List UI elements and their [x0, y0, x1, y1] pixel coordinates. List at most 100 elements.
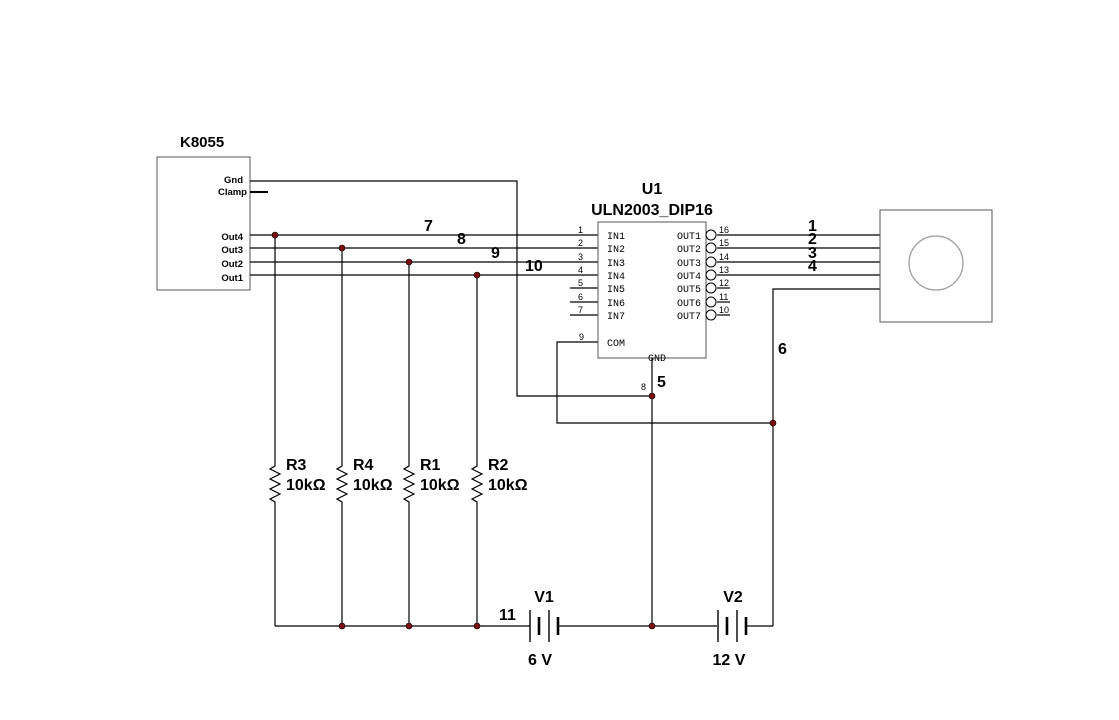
u1-pin-number: 6 — [578, 292, 583, 302]
u1-part: ULN2003_DIP16 — [591, 202, 713, 219]
k8055-pin-out4: Out4 — [221, 232, 243, 243]
u1-pin-number-gnd: 8 — [641, 382, 646, 392]
battery-v1: V1 6 V — [528, 589, 560, 669]
resistor-r1-ref: R1 — [420, 457, 441, 474]
resistor-r3-symbol — [268, 460, 282, 508]
u1-pin-number: 10 — [719, 305, 729, 315]
u1-pin-number: 7 — [578, 305, 583, 315]
junction-dot — [405, 622, 413, 630]
resistor-r4-value: 10kΩ — [353, 477, 393, 494]
net-label-9: 9 — [491, 245, 500, 262]
net-label-11: 11 — [499, 607, 516, 624]
k8055-pin-out1: Out1 — [221, 273, 243, 284]
u1-gnd: GND — [648, 354, 666, 365]
junction-dot — [648, 392, 656, 400]
u1-out1: OUT1 — [677, 232, 701, 243]
net-label-7: 7 — [424, 218, 433, 235]
u1-pin-number: 5 — [578, 278, 583, 288]
k8055-pin-out2: Out2 — [221, 259, 243, 270]
resistor-r3-ref: R3 — [286, 457, 307, 474]
junction-dot — [338, 244, 346, 252]
battery-v1-value: 6 V — [528, 652, 552, 669]
u1-output-bubble — [705, 256, 717, 268]
u1-output-bubble — [705, 309, 717, 321]
resistor-r3-value: 10kΩ — [286, 477, 326, 494]
u1-pin-number: 15 — [719, 238, 729, 248]
k8055-label: K8055 — [180, 134, 224, 151]
u1-pin-number: 4 — [578, 265, 583, 275]
net-label-6: 6 — [778, 341, 787, 358]
u1-out2: OUT2 — [677, 245, 701, 256]
u1-in1: IN1 — [607, 232, 625, 243]
u1-pin-number: 2 — [578, 238, 583, 248]
u1-output-bubble — [705, 282, 717, 294]
resistor-r1-value: 10kΩ — [420, 477, 460, 494]
u1-in2: IN2 — [607, 245, 625, 256]
junctions — [271, 231, 777, 630]
resistor-r1-symbol — [402, 460, 416, 508]
resistor-r2-value: 10kΩ — [488, 477, 528, 494]
u1-output-bubble — [705, 269, 717, 281]
resistors: R3 10kΩ R4 10kΩ R1 10kΩ R2 10kΩ — [268, 457, 528, 508]
k8055-pin-gnd: Gnd — [224, 175, 243, 186]
battery-v2-ref: V2 — [723, 589, 743, 606]
resistor-r4-ref: R4 — [353, 457, 374, 474]
k8055-board: K8055 Gnd Clamp Out4 Out3 Out2 Out1 — [156, 134, 268, 291]
u1-output-bubble — [705, 229, 717, 241]
net-label-4: 4 — [808, 258, 817, 275]
u1-output-bubble — [705, 242, 717, 254]
junction-dot — [271, 231, 279, 239]
net-label-10: 10 — [525, 258, 543, 275]
u1-pin-number: 12 — [719, 278, 729, 288]
battery-v2-value: 12 V — [713, 652, 746, 669]
net-label-3: 3 — [808, 245, 817, 262]
u1-out3: OUT3 — [677, 259, 701, 270]
u1-in5: IN5 — [607, 285, 625, 296]
u1-pin-number: 13 — [719, 265, 729, 275]
u1-in3: IN3 — [607, 259, 625, 270]
net-label-2: 2 — [808, 231, 817, 248]
u1-in4: IN4 — [607, 272, 625, 283]
u1-pin-number: 3 — [578, 252, 583, 262]
k8055-pin-clamp: Clamp — [218, 187, 247, 198]
net-label-1: 1 — [808, 218, 817, 235]
wire-net6 — [772, 288, 880, 626]
junction-dot — [405, 258, 413, 266]
wire-gnd — [250, 180, 652, 397]
u1-out7: OUT7 — [677, 312, 701, 323]
u1-pin-number-com: 9 — [579, 332, 584, 342]
u1-pin-number: 1 — [578, 225, 583, 235]
u1-chip: U1 ULN2003_DIP16 IN1 IN2 IN3 IN4 IN5 IN6… — [578, 181, 729, 392]
u1-out6: OUT6 — [677, 299, 701, 310]
net-label-8: 8 — [457, 231, 466, 248]
stepper-motor — [879, 209, 993, 323]
u1-body — [597, 221, 707, 359]
wires — [250, 180, 880, 627]
k8055-body — [156, 156, 251, 291]
junction-dot — [648, 622, 656, 630]
u1-out5: OUT5 — [677, 285, 701, 296]
resistor-r2-ref: R2 — [488, 457, 509, 474]
u1-com: COM — [607, 339, 625, 350]
junction-dot — [769, 419, 777, 427]
junction-dot — [338, 622, 346, 630]
resistor-r2-symbol — [470, 460, 484, 508]
wire-com — [556, 341, 773, 424]
net-label-5: 5 — [657, 374, 666, 391]
u1-out4: OUT4 — [677, 272, 701, 283]
battery-v2: V2 12 V — [713, 589, 748, 669]
resistor-r4-symbol — [335, 460, 349, 508]
u1-ref: U1 — [642, 181, 663, 198]
u1-pin-number: 11 — [719, 292, 728, 302]
k8055-pin-out3: Out3 — [221, 245, 243, 256]
u1-output-bubble — [705, 296, 717, 308]
junction-dot — [473, 622, 481, 630]
junction-dot — [473, 271, 481, 279]
u1-pin-number: 16 — [719, 225, 729, 235]
motor-rotor-icon — [908, 235, 964, 291]
u1-in6: IN6 — [607, 299, 625, 310]
battery-v1-ref: V1 — [534, 589, 554, 606]
u1-in7: IN7 — [607, 312, 625, 323]
net-labels: 7 8 9 10 1 2 3 4 5 6 11 — [424, 218, 817, 624]
